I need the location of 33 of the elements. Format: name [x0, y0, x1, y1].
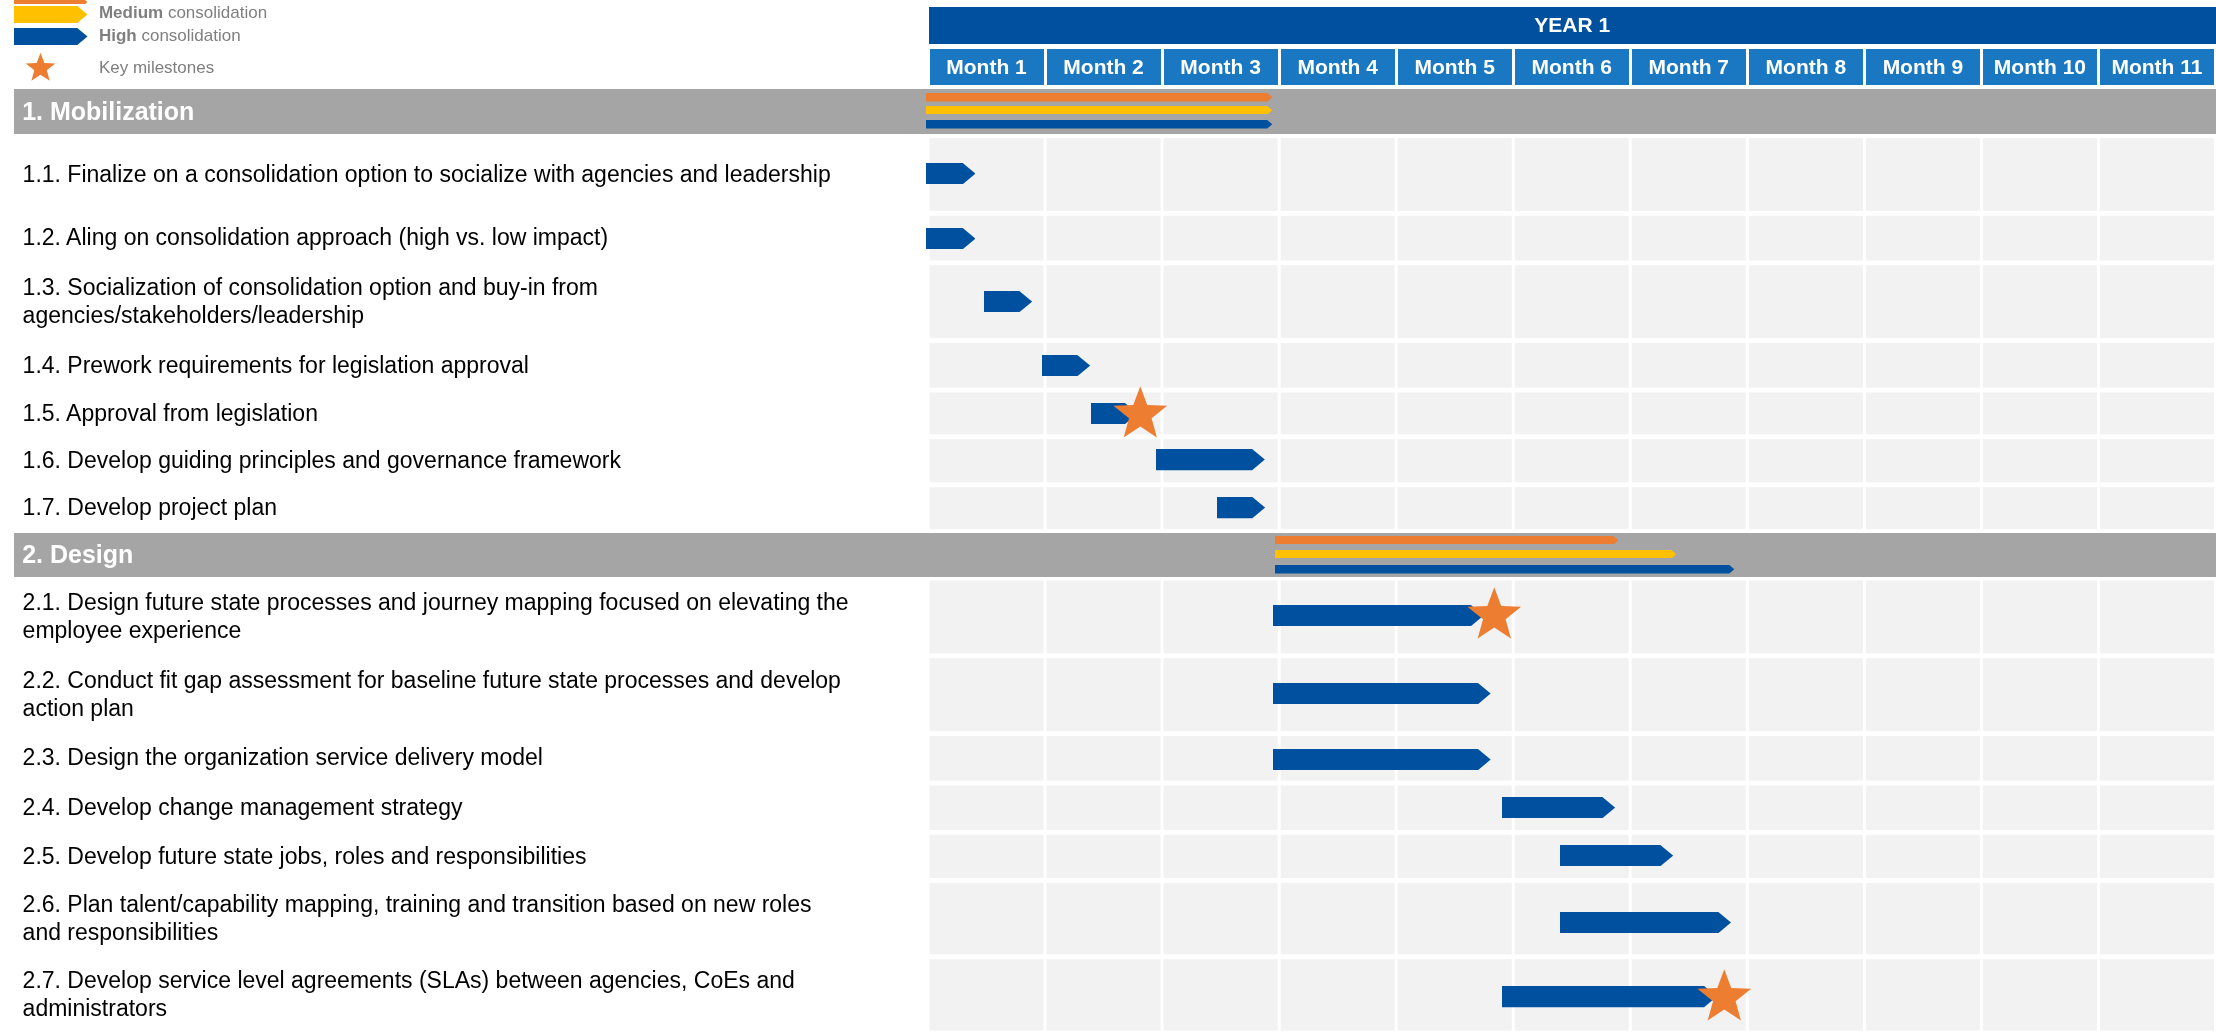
- task-label: 2.2. Conduct fit gap assessment for baseline future state processes and develop action plan: [22, 657, 853, 733]
- section-title: 1. Mobilization: [22, 96, 195, 128]
- task-label: 2.4. Develop change management strategy: [22, 784, 853, 831]
- section-band: [14, 89, 2216, 135]
- month-header: Month 10: [1982, 49, 2097, 85]
- section-band: [14, 532, 2216, 577]
- month-header: Month 9: [1865, 49, 1980, 85]
- task-label: 2.7. Develop service level agreements (SLAs) between agencies, CoEs and administrators: [22, 958, 853, 1032]
- task-label: 2.5. Develop future state jobs, roles and responsibilities: [22, 833, 853, 880]
- task-label: 1.2. Aling on consolidation approach (high vs. low impact): [22, 214, 853, 262]
- task-label: 2.1. Design future state processes and journey mapping focused on elevating the employee experience: [22, 579, 853, 655]
- year-header: YEAR 1: [928, 7, 2216, 44]
- legend-label: Medium consolidation: [98, 4, 268, 22]
- month-header: Month 5: [1397, 49, 1512, 85]
- month-header: Month 2: [1046, 49, 1161, 85]
- month-header: Month 8: [1748, 49, 1863, 85]
- task-label: 1.6. Develop guiding principles and governance framework: [22, 438, 853, 484]
- task-label: 1.3. Socialization of consolidation option and buy-in from agencies/stakeholders/leadership: [22, 264, 853, 340]
- task-label: 1.4. Prework requirements for legislation approval: [22, 342, 853, 389]
- month-header: Month 3: [1163, 49, 1278, 85]
- section-title: 2. Design: [22, 539, 134, 571]
- month-header: Month 1: [929, 49, 1044, 85]
- legend-label: High consolidation: [98, 26, 241, 44]
- month-header: Month 7: [1631, 49, 1746, 85]
- task-label: 2.6. Plan talent/capability mapping, training and transition based on new roles and responsibilities: [22, 881, 853, 956]
- task-label: 1.5. Approval from legislation: [22, 391, 853, 436]
- task-label: 1.7. Develop project plan: [22, 486, 853, 530]
- month-header: Month 4: [1280, 49, 1395, 85]
- task-label: 2.3. Design the organization service delivery model: [22, 734, 853, 782]
- task-label: 1.1. Finalize on a consolidation option to socialize with agencies and leadership: [22, 137, 853, 212]
- legend-label: Key milestones: [98, 59, 215, 77]
- month-header: Month 11: [2099, 49, 2214, 85]
- month-header: Month 6: [1514, 49, 1629, 85]
